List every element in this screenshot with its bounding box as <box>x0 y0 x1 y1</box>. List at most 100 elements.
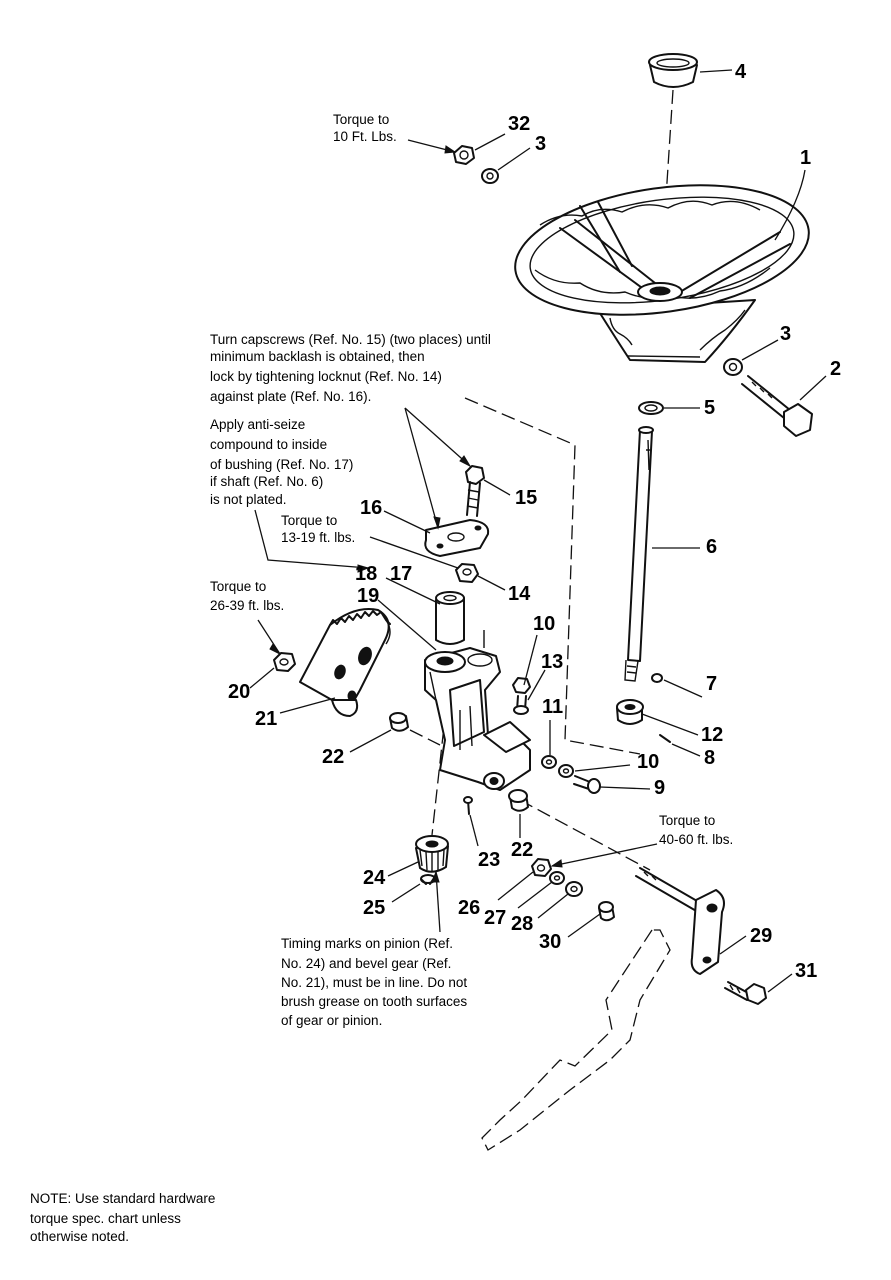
note-torque-26: Torque to 40-60 ft. lbs. <box>659 813 733 847</box>
svg-text:is not plated.: is not plated. <box>210 492 287 507</box>
screw-13 <box>513 695 529 715</box>
note-torque-20: Torque to 26-39 ft. lbs. <box>210 579 284 613</box>
svg-text:40-60 ft. lbs.: 40-60 ft. lbs. <box>659 832 733 847</box>
svg-text:Apply anti-seize: Apply anti-seize <box>210 417 305 432</box>
nut-26 <box>531 858 552 877</box>
spacer-22-upper <box>389 712 409 732</box>
washer-11 <box>541 755 557 769</box>
svg-text:NOTE: Use standard hardware: NOTE: Use standard hardware <box>30 1191 215 1206</box>
pitman-arm-29 <box>635 867 725 975</box>
bushing-17 <box>435 591 465 645</box>
callout-24: 24 <box>363 867 386 889</box>
callout-28: 28 <box>511 913 533 935</box>
callout-29: 29 <box>750 925 772 947</box>
hub-cap <box>648 53 698 88</box>
callout-8: 8 <box>704 747 715 769</box>
svg-text:Torque to: Torque to <box>281 513 337 528</box>
callout-10-lower: 10 <box>637 751 659 773</box>
steering-shaft <box>624 426 654 682</box>
bolt-31 <box>724 981 767 1005</box>
pinion-24 <box>415 835 449 873</box>
screw-9 <box>573 775 601 794</box>
svg-text:Torque to: Torque to <box>210 579 266 594</box>
svg-text:brush grease on tooth surfaces: brush grease on tooth surfaces <box>281 994 467 1009</box>
note-anti-seize: Apply anti-seize compound to inside of b… <box>210 417 353 507</box>
callout-19: 19 <box>357 585 379 607</box>
callout-21: 21 <box>255 708 277 730</box>
leader-lines <box>249 69 827 993</box>
svg-text:otherwise noted.: otherwise noted. <box>30 1229 129 1244</box>
callout-3-right: 3 <box>780 323 791 345</box>
nut-20 <box>273 652 296 672</box>
callout-11: 11 <box>542 696 563 718</box>
nut-10-upper <box>512 677 531 694</box>
svg-text:lock by tightening locknut (Re: lock by tightening locknut (Ref. No. 14) <box>210 369 442 384</box>
washer-28 <box>565 881 583 897</box>
callout-10-upper: 10 <box>533 613 555 635</box>
svg-text:10 Ft. Lbs.: 10 Ft. Lbs. <box>333 129 397 144</box>
svg-text:if shaft (Ref. No. 6): if shaft (Ref. No. 6) <box>210 474 323 489</box>
svg-text:of bushing (Ref. No. 17): of bushing (Ref. No. 17) <box>210 457 353 472</box>
callout-25: 25 <box>363 897 385 919</box>
callout-20: 20 <box>228 681 250 703</box>
callout-26: 26 <box>458 897 480 919</box>
callout-2: 2 <box>830 358 841 380</box>
capscrew-15 <box>465 465 485 517</box>
plate-16 <box>424 519 490 557</box>
svg-text:compound to inside: compound to inside <box>210 437 327 452</box>
nut-32 <box>453 145 475 165</box>
callout-6: 6 <box>706 536 717 558</box>
callout-22-upper: 22 <box>322 746 344 768</box>
callout-13: 13 <box>541 651 563 673</box>
callout-7: 7 <box>706 673 717 695</box>
callout-18: 18 <box>355 563 377 585</box>
svg-text:26-39 ft. lbs.: 26-39 ft. lbs. <box>210 598 284 613</box>
callout-22-lower: 22 <box>511 839 533 861</box>
callout-5: 5 <box>704 397 715 419</box>
callout-numbers: 4 32 3 1 3 2 5 15 16 6 18 17 14 19 10 13… <box>228 61 841 982</box>
svg-text:No. 24) and bevel gear (Ref.: No. 24) and bevel gear (Ref. <box>281 956 451 971</box>
callout-16: 16 <box>360 497 382 519</box>
pin-7 <box>651 673 663 683</box>
callout-9: 9 <box>654 777 665 799</box>
svg-text:against plate (Ref. No. 16).: against plate (Ref. No. 16). <box>210 389 371 404</box>
note-torque-14: Torque to 13-19 ft. lbs. <box>281 513 355 545</box>
callout-3-upper: 3 <box>535 133 546 155</box>
svg-text:Turn capscrews (Ref. No. 15) (: Turn capscrews (Ref. No. 15) (two places… <box>210 332 491 347</box>
setscrew-8 <box>659 734 671 743</box>
washer-27 <box>549 871 565 885</box>
svg-text:of gear or pinion.: of gear or pinion. <box>281 1013 382 1028</box>
callout-30: 30 <box>539 931 561 953</box>
callout-14: 14 <box>508 583 531 605</box>
steering-wheel <box>514 184 810 363</box>
locknut-14 <box>455 563 479 583</box>
callout-23: 23 <box>478 849 500 871</box>
bevel-gear-21 <box>299 608 391 717</box>
note-timing-marks: Timing marks on pinion (Ref. No. 24) and… <box>281 936 467 1028</box>
callout-27: 27 <box>484 907 506 929</box>
washer-3-upper <box>481 168 499 184</box>
note-torque-32: Torque to 10 Ft. Lbs. <box>333 112 397 144</box>
svg-text:Timing marks on pinion (Ref.: Timing marks on pinion (Ref. <box>281 936 453 951</box>
callout-12: 12 <box>701 724 723 746</box>
screw-23 <box>463 796 473 815</box>
washer-10-lower <box>558 764 574 778</box>
spacer-22-lower <box>508 789 529 812</box>
callout-1: 1 <box>800 147 811 169</box>
svg-text:Torque to: Torque to <box>333 112 389 127</box>
note-footer: NOTE: Use standard hardware torque spec.… <box>30 1191 215 1244</box>
callout-32: 32 <box>508 113 530 135</box>
note-capscrews: Turn capscrews (Ref. No. 15) (two places… <box>210 332 491 404</box>
drag-link-outline <box>481 929 671 1151</box>
spacer-30 <box>598 901 615 922</box>
svg-text:13-19 ft. lbs.: 13-19 ft. lbs. <box>281 530 355 545</box>
svg-text:Torque to: Torque to <box>659 813 715 828</box>
washer-3-right <box>723 358 743 376</box>
ring-5 <box>638 401 664 415</box>
bolt-2 <box>741 375 813 437</box>
callout-4: 4 <box>735 61 747 83</box>
callout-31: 31 <box>795 960 817 982</box>
svg-text:torque spec. chart unless: torque spec. chart unless <box>30 1211 181 1226</box>
collar-12 <box>616 699 644 725</box>
